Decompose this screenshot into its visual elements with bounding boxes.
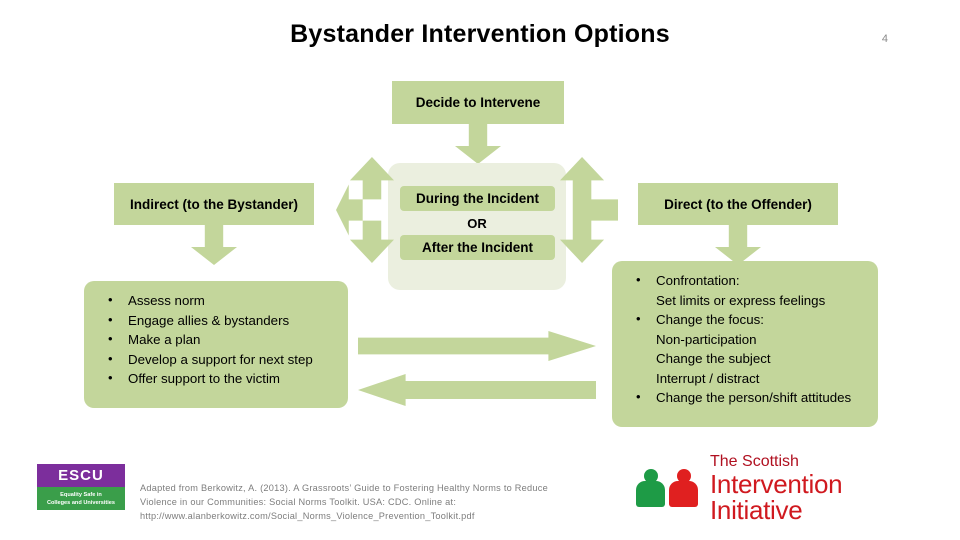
node-after-the-incident[interactable]: After the Incident (400, 235, 555, 260)
arrow-three-way-right-icon (560, 157, 618, 263)
page-title: Bystander Intervention Options (290, 20, 670, 48)
sii-line-1: The Scottish (710, 452, 799, 470)
list-item: Change the person/shift attitudes (622, 387, 866, 408)
person-body (669, 481, 698, 507)
arrow-left-icon (358, 374, 596, 406)
list-item: Engage allies & bystanders (94, 310, 336, 331)
arrow-down-icon (191, 225, 237, 265)
sii-line-2: Intervention Initiative (710, 468, 843, 525)
escu-tagline: Equality Safe in Colleges and Universiti… (37, 487, 125, 510)
person-figures-icon (636, 467, 704, 509)
node-decide-to-intervene[interactable]: Decide to Intervene (392, 81, 564, 124)
list-sub-item: Interrupt / distract (656, 370, 760, 386)
list-item: Offer support to the victim (94, 368, 336, 389)
list-item: Develop a support for next step (94, 349, 336, 370)
arrow-down-icon (455, 124, 501, 164)
list-item: Change the focus: (622, 309, 866, 330)
list-item: Make a plan (94, 329, 336, 350)
arrow-three-way-left-icon (336, 157, 394, 263)
slide-number: 4 (881, 33, 888, 45)
citation-line-2: Violence in our Communities: Social Norm… (140, 497, 457, 507)
node-indirect-to-the-bystander[interactable]: Indirect (to the Bystander) (114, 183, 314, 225)
direct-action-list: Confrontation:Set limits or express feel… (622, 270, 866, 408)
list-sub-item: Non-participation (656, 331, 757, 347)
person-body (636, 481, 665, 507)
list-item: Confrontation: (622, 270, 866, 291)
list-sub-item: Set limits or express feelings (656, 292, 826, 308)
node-during-the-incident[interactable]: During the Incident (400, 186, 555, 211)
escu-logo: ESCU Equality Safe in Colleges and Unive… (37, 464, 125, 510)
panel-incident-timing (388, 163, 566, 290)
label-or: OR (467, 216, 487, 231)
scottish-intervention-initiative-logo: The Scottish Intervention Initiative (636, 453, 936, 523)
person-head (676, 469, 691, 483)
list-sub-item: Change the subject (656, 351, 771, 366)
citation-text: Adapted from Berkowitz, A. (2013). A Gra… (140, 481, 630, 523)
escu-acronym: ESCU (37, 464, 125, 487)
escu-tagline-line-2: Colleges and Universities (46, 499, 116, 506)
sii-wordmark: The Scottish Intervention Initiative (710, 452, 936, 525)
citation-line-3: http://www.alanberkowitz.com/Social_Norm… (140, 511, 475, 521)
arrow-down-icon (715, 225, 761, 265)
list-item: Assess norm (94, 290, 336, 311)
panel-indirect-actions: Assess normEngage allies & bystandersMak… (84, 281, 348, 408)
escu-tagline-line-1: Equality Safe in (60, 491, 102, 498)
person-red-icon (669, 469, 698, 507)
arrow-right-icon (358, 331, 596, 361)
panel-direct-actions: Confrontation:Set limits or express feel… (612, 261, 878, 427)
person-head (643, 469, 658, 483)
node-direct-to-the-offender[interactable]: Direct (to the Offender) (638, 183, 838, 225)
citation-line-1: Adapted from Berkowitz, A. (2013). A Gra… (140, 483, 548, 493)
indirect-action-list: Assess normEngage allies & bystandersMak… (94, 290, 336, 389)
person-green-icon (636, 469, 665, 507)
